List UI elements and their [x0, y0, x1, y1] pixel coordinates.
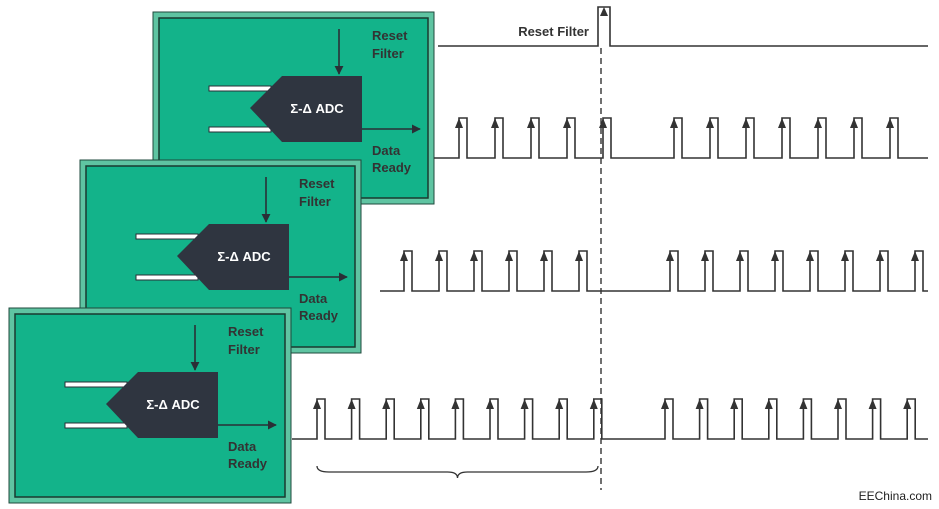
- rising-edge-arrow-8: [742, 118, 750, 128]
- input-wire-top: [208, 85, 272, 92]
- reset-label-line2: Filter: [228, 342, 260, 357]
- rising-edge-arrow-11: [850, 118, 858, 128]
- adc-label: Σ-Δ ADC: [146, 397, 200, 412]
- rising-edge-arrow-2: [347, 399, 356, 409]
- rising-edge-arrow-3: [470, 251, 478, 261]
- rising-edge-arrow-7: [520, 399, 529, 409]
- rising-edge-arrow-12: [841, 251, 849, 261]
- ready-label-line2: Ready: [299, 308, 339, 323]
- ready-label-line1: Data: [299, 291, 328, 306]
- input-wire-bottom: [208, 126, 272, 133]
- rising-edge-arrow-11: [695, 399, 704, 409]
- rising-edge-arrow-13: [876, 251, 884, 261]
- rising-edge-arrow-1: [455, 118, 463, 128]
- rising-edge-arrow-1: [400, 251, 408, 261]
- rising-edge-arrow-7: [706, 118, 714, 128]
- reset-label-line1: Reset: [228, 324, 264, 339]
- rising-edge-arrow-16: [868, 399, 877, 409]
- rising-edge-arrow-4: [505, 251, 513, 261]
- rising-edge-arrow-8: [701, 251, 709, 261]
- pulse-train: [434, 117, 928, 159]
- rising-edge-arrow-8: [555, 399, 564, 409]
- interval-brace: [316, 465, 599, 479]
- ready-label-line1: Data: [228, 439, 257, 454]
- rising-edge-arrow-12: [886, 118, 894, 128]
- rising-edge-arrow-10: [771, 251, 779, 261]
- adc-block: [177, 224, 289, 290]
- reset-filter-label: Reset Filter: [518, 24, 589, 39]
- rising-edge-arrow-3: [382, 399, 391, 409]
- rising-edge-arrow-4: [563, 118, 571, 128]
- rising-edge-arrow-2: [491, 118, 499, 128]
- rising-edge-arrow-14: [911, 251, 919, 261]
- ready-label-line2: Ready: [228, 456, 268, 471]
- adc-label: Σ-Δ ADC: [290, 101, 344, 116]
- rising-edge-arrow-6: [486, 399, 494, 409]
- rising-edge-arrow-17: [903, 399, 912, 409]
- input-wire-bottom: [64, 422, 128, 429]
- ready-label-line2: Ready: [372, 160, 412, 175]
- reset-filter-signal: [438, 6, 928, 47]
- ready-label-line1: Data: [372, 143, 401, 158]
- rising-edge-arrow-7: [666, 251, 674, 261]
- adc-block: [106, 372, 218, 438]
- rising-edge-arrow-5: [451, 399, 460, 409]
- data-ready-2: [380, 250, 928, 292]
- rising-edge-arrow-2: [435, 251, 443, 261]
- pulse-train: [292, 398, 928, 440]
- rising-edge-arrow-12: [730, 399, 739, 409]
- rising-edge-arrow-15: [834, 399, 842, 409]
- rising-edge-arrow-11: [806, 251, 814, 261]
- rising-edge-arrow-4: [416, 399, 425, 409]
- watermark: EEChina.com: [859, 489, 932, 503]
- reset-label-line1: Reset: [372, 28, 408, 43]
- rising-edge-arrow-6: [575, 251, 583, 261]
- pulse-train: [380, 250, 928, 292]
- rising-edge-arrow-5: [599, 118, 607, 128]
- rising-edge-arrow-5: [540, 251, 548, 261]
- reset-label-line1: Reset: [299, 176, 335, 191]
- adc-label: Σ-Δ ADC: [217, 249, 271, 264]
- rising-edge-arrow-9: [736, 251, 744, 261]
- adc-block: [250, 76, 362, 142]
- rising-edge-arrow-10: [814, 118, 822, 128]
- rising-edge-arrow-3: [527, 118, 535, 128]
- data-ready-3: [292, 398, 928, 440]
- rising-edge-arrow-9: [589, 399, 598, 409]
- rising-edge-arrow-1: [313, 399, 321, 409]
- input-wire-bottom: [135, 274, 199, 281]
- rising-edge-arrow-10: [661, 399, 669, 409]
- input-wire-top: [135, 233, 199, 240]
- data-ready-1: [434, 117, 928, 159]
- reset-pulse-arrow: [600, 7, 608, 16]
- reset-label-line2: Filter: [372, 46, 404, 61]
- reset-label-line2: Filter: [299, 194, 331, 209]
- input-wire-top: [64, 381, 128, 388]
- rising-edge-arrow-9: [778, 118, 786, 128]
- timing-signals: Reset Filter: [292, 6, 928, 490]
- rising-edge-arrow-13: [764, 399, 773, 409]
- rising-edge-arrow-14: [799, 399, 808, 409]
- rising-edge-arrow-6: [670, 118, 678, 128]
